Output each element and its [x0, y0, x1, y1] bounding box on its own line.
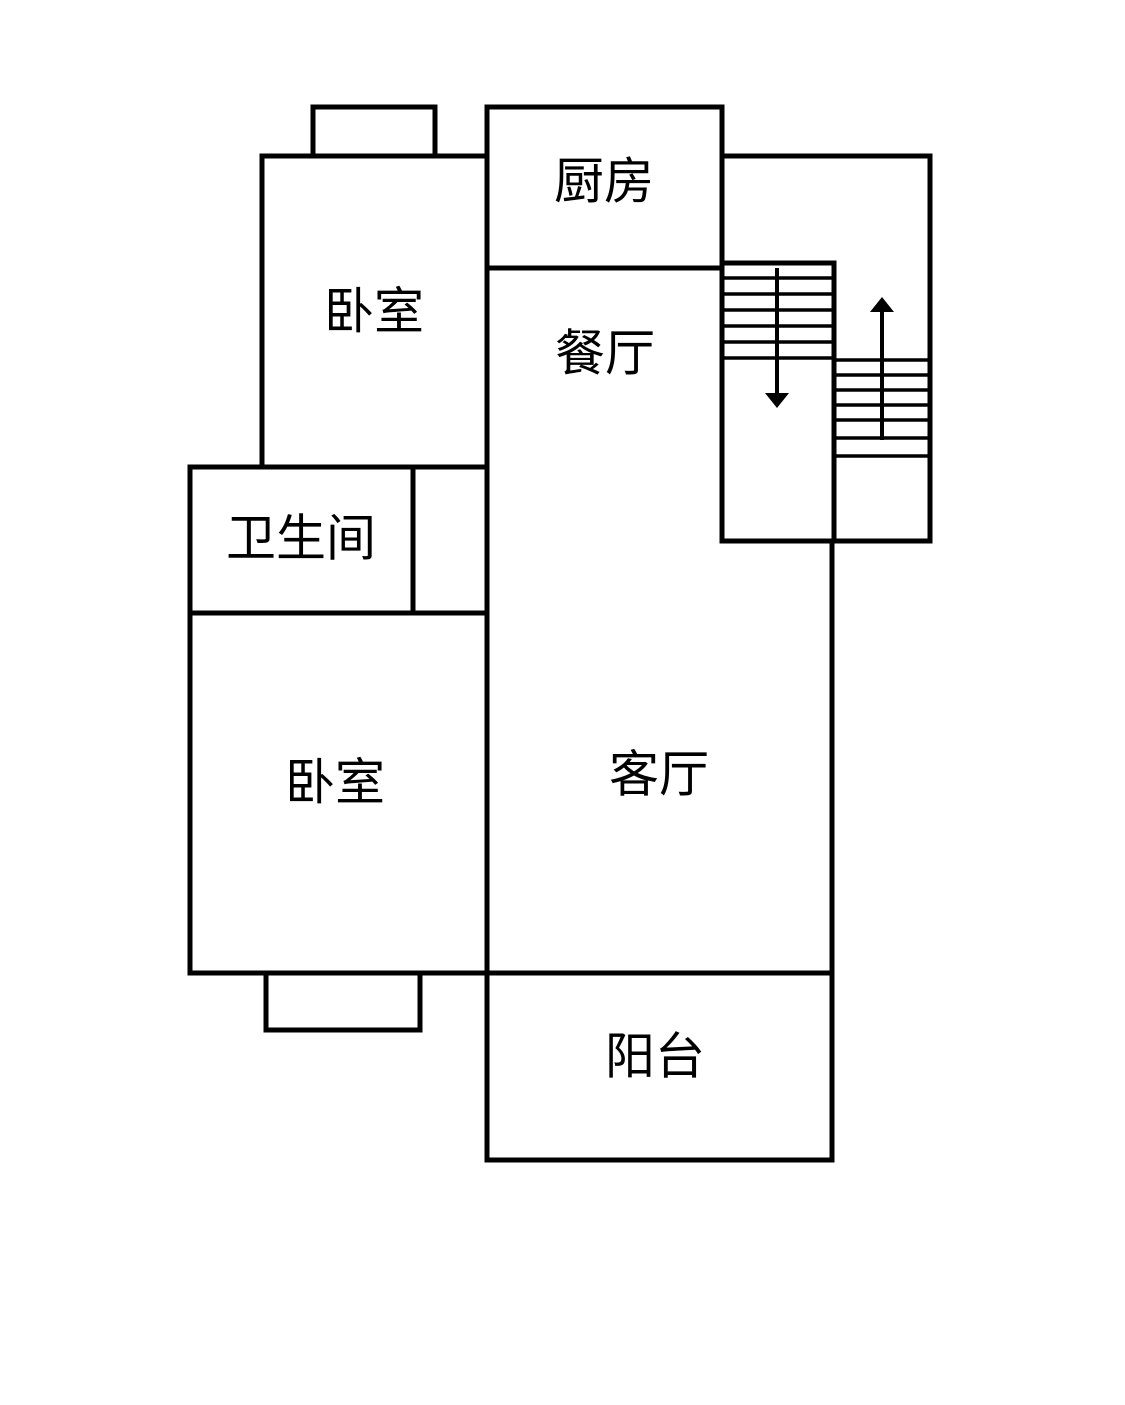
stair-up-arrow-icon — [870, 297, 894, 440]
label-kitchen: 厨房 — [554, 153, 654, 211]
bedroom-bottom-window — [263, 970, 423, 1033]
bedroom-top-window — [310, 104, 438, 159]
label-bedroom-top: 卧室 — [324, 283, 424, 341]
label-bedroom-bottom: 卧室 — [285, 754, 385, 812]
hall-outline — [484, 265, 835, 976]
label-living: 客厅 — [609, 746, 709, 804]
balcony-outline — [484, 970, 835, 1163]
stairwell-outline — [719, 153, 933, 544]
label-balcony: 阳台 — [605, 1028, 705, 1086]
label-bathroom: 卫生间 — [226, 510, 376, 568]
stair-down-arrow-icon — [765, 268, 789, 408]
label-dining: 餐厅 — [555, 325, 655, 383]
